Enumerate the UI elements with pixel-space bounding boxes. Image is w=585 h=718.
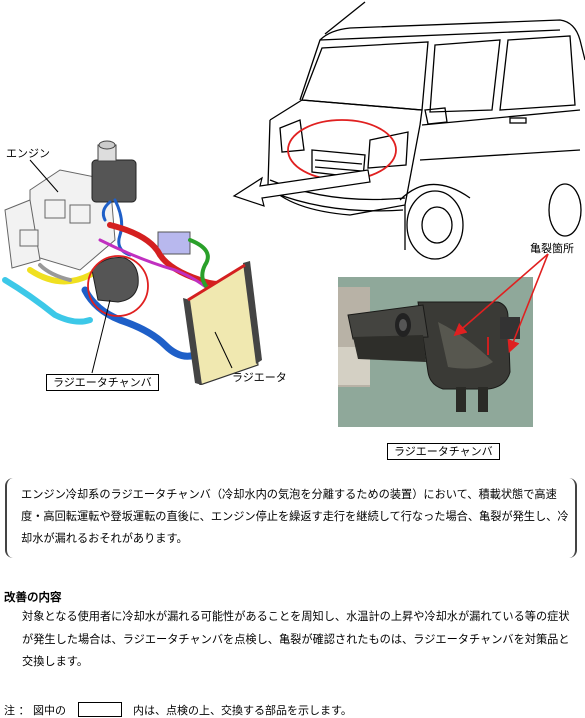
footnote-prefix: 注 ： 図中の	[4, 704, 66, 717]
chamber-highlight-circle	[87, 255, 149, 317]
radiator-chamber-photo	[338, 277, 533, 427]
radiator-chamber-label-left: ラジエータチャンバ	[46, 374, 159, 391]
crack-arrows	[453, 253, 549, 353]
engine-label: エンジン	[6, 147, 50, 160]
van-illustration	[232, 1, 585, 260]
notice-text: エンジン冷却系のラジエータチャンバ（冷却水内の気泡を分離するための装置）において…	[21, 488, 569, 545]
improvement-text: 対象となる使用者に冷却水が漏れる可能性があることを周知し、水温計の上昇や冷却水が…	[22, 610, 570, 668]
footnote-box-sample	[77, 702, 122, 717]
direction-arrow-icon	[232, 169, 371, 207]
notice-box: エンジン冷却系のラジエータチャンバ（冷却水内の気泡を分離するための装置）において…	[5, 478, 577, 558]
footnote-suffix: 内は、点検の上、交換する部品を示します。	[133, 704, 352, 717]
footnote: 注 ： 図中の 内は、点検の上、交換する部品を示します。	[4, 702, 352, 718]
engine-cooling-diagram	[2, 140, 262, 385]
radiator-label: ラジエータ	[232, 371, 287, 384]
crack-location-label: 亀裂箇所	[530, 242, 574, 255]
radiator-chamber-photo-label: ラジエータチャンバ	[387, 443, 500, 460]
improvement-title: 改善の内容	[4, 590, 62, 604]
